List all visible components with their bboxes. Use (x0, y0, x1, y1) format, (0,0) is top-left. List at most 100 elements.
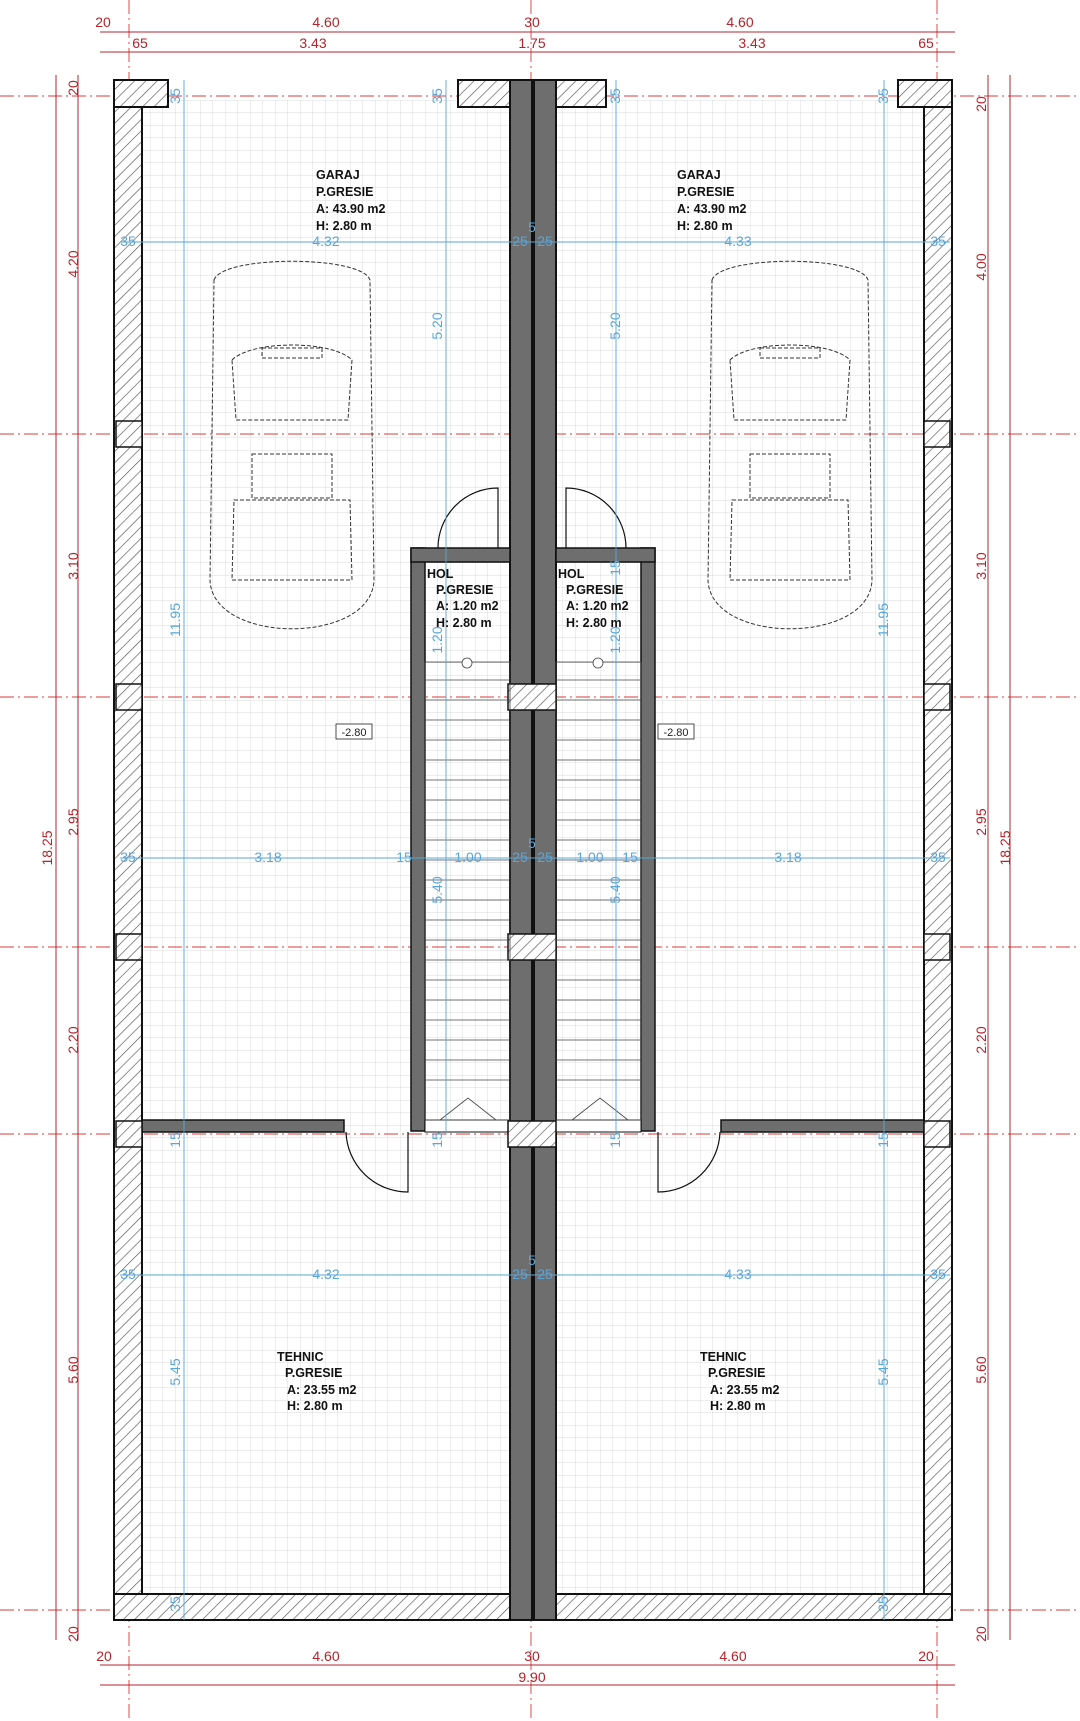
dim-bottom: 4.60 (719, 1648, 746, 1664)
dim-total-width: 9.90 (518, 1669, 545, 1685)
inner-dim: 1.20 (607, 626, 623, 653)
stair-wall-right-top (555, 547, 656, 563)
inner-dim: 35 (167, 88, 183, 104)
room-height: H: 2.80 m (677, 219, 733, 233)
room-height: H: 2.80 m (710, 1399, 766, 1413)
dim-bottom: 20 (918, 1648, 934, 1664)
dim-right: 5.60 (973, 1356, 989, 1383)
room-floor: P.GRESIE (566, 583, 623, 597)
inner-dim: 25 (537, 849, 553, 865)
dim-left: 2.95 (65, 808, 81, 835)
room-area: A: 43.90 m2 (677, 202, 747, 216)
inner-dim: 15 (429, 1132, 445, 1148)
inner-dim: 35 (429, 88, 445, 104)
dim-bottom: 4.60 (312, 1648, 339, 1664)
room-tehnic-left: TEHNIC P.GRESIE A: 23.55 m2 H: 2.80 m (277, 1350, 357, 1413)
room-area: A: 23.55 m2 (287, 1383, 357, 1397)
inner-dim: 5.20 (429, 312, 445, 339)
room-floor: P.GRESIE (677, 185, 734, 199)
inner-dim: 5 (528, 1252, 536, 1268)
dim-right: 20 (973, 96, 989, 112)
outer-dimension-lines (55, 31, 1011, 1686)
dim-right: 3.10 (973, 552, 989, 579)
inner-dim: 25 (537, 233, 553, 249)
inner-dim: 35 (875, 1596, 891, 1612)
dim-right: 4.00 (973, 253, 989, 280)
inner-dim: 5 (528, 219, 536, 235)
inner-dim: 15 (167, 1132, 183, 1148)
room-floor: P.GRESIE (708, 1366, 765, 1380)
car-outline (251, 453, 333, 499)
dim-top: 65 (132, 35, 148, 51)
inner-dim: 35 (930, 233, 946, 249)
dim-top: 30 (524, 14, 540, 30)
dim-top: 3.43 (738, 35, 765, 51)
left-outer-wall (113, 79, 143, 1621)
inner-dim: 35 (607, 88, 623, 104)
inner-dim: 25 (537, 1266, 553, 1282)
inner-dim: 4.33 (724, 233, 751, 249)
dim-left: 2.20 (65, 1026, 81, 1053)
inner-dim: 15 (875, 1132, 891, 1148)
room-area: A: 1.20 m2 (436, 599, 499, 613)
dim-top: 4.60 (312, 14, 339, 30)
dim-left: 3.10 (65, 552, 81, 579)
door-hol-right (565, 487, 627, 549)
inner-dim: 25 (512, 233, 528, 249)
inner-dim: 25 (512, 1266, 528, 1282)
room-area: A: 1.20 m2 (566, 599, 629, 613)
doors (345, 487, 721, 1193)
inner-dim: 11.95 (875, 603, 891, 637)
room-height: H: 2.80 m (287, 1399, 343, 1413)
car-icon (209, 260, 873, 630)
car-outline (231, 499, 353, 581)
level-tag-right: -2.80 (663, 727, 688, 739)
level-tags: -2.80 -2.80 (335, 723, 695, 740)
car-outline (231, 344, 353, 421)
room-labels: GARAJ P.GRESIE A: 43.90 m2 H: 2.80 m GAR… (277, 168, 780, 1413)
car-outline (729, 344, 851, 421)
car-outline (729, 499, 851, 581)
room-area: A: 43.90 m2 (316, 202, 386, 216)
top-wall-left-pier (113, 79, 169, 108)
dim-bottom: 30 (524, 1648, 540, 1664)
room-name: TEHNIC (700, 1350, 747, 1364)
dim-left: 5.60 (65, 1356, 81, 1383)
car-outline (707, 260, 873, 630)
room-height: H: 2.80 m (316, 219, 372, 233)
inner-dim: 5.20 (607, 312, 623, 339)
stair-wall-left-top (410, 547, 511, 563)
bottom-wall-right (555, 1593, 953, 1621)
inner-dim: 15 (622, 849, 638, 865)
top-wall-right-pier (897, 79, 953, 108)
room-hol-right: HOL P.GRESIE A: 1.20 m2 H: 2.80 m (558, 567, 629, 630)
inner-dim: 5.40 (607, 876, 623, 903)
car-outline (209, 260, 375, 630)
room-name: TEHNIC (277, 1350, 324, 1364)
dim-right: 2.95 (973, 808, 989, 835)
stair-wall-right (640, 547, 656, 1132)
inner-dim: 25 (512, 849, 528, 865)
dim-top: 1.75 (518, 35, 545, 51)
dim-top: 20 (95, 14, 111, 30)
room-floor: P.GRESIE (436, 583, 493, 597)
inner-dim: 1.20 (429, 626, 445, 653)
car-outline (749, 453, 831, 499)
inner-dim: 35 (930, 1266, 946, 1282)
floor-tiles (130, 100, 925, 1595)
dim-top: 65 (918, 35, 934, 51)
room-name: HOL (427, 567, 454, 581)
inner-dim: 15 (396, 849, 412, 865)
door-tehnic-right (657, 1131, 721, 1193)
dim-bottom: 20 (96, 1648, 112, 1664)
dim-left-total: 18.25 (39, 830, 55, 865)
room-name: GARAJ (316, 168, 360, 182)
inner-dim: 5.40 (429, 876, 445, 903)
walls (113, 79, 953, 1621)
outer-dimension-text: 20 4.60 30 4.60 65 3.43 1.75 3.43 65 20 … (39, 14, 1013, 1685)
stair-wall-left (410, 547, 426, 1132)
inner-dim: 15 (607, 560, 623, 576)
inner-dimension-text: 35 4.32 25 5 25 4.33 35 35 3.18 15 1.00 … (120, 88, 946, 1612)
inner-dim: 4.32 (312, 1266, 339, 1282)
